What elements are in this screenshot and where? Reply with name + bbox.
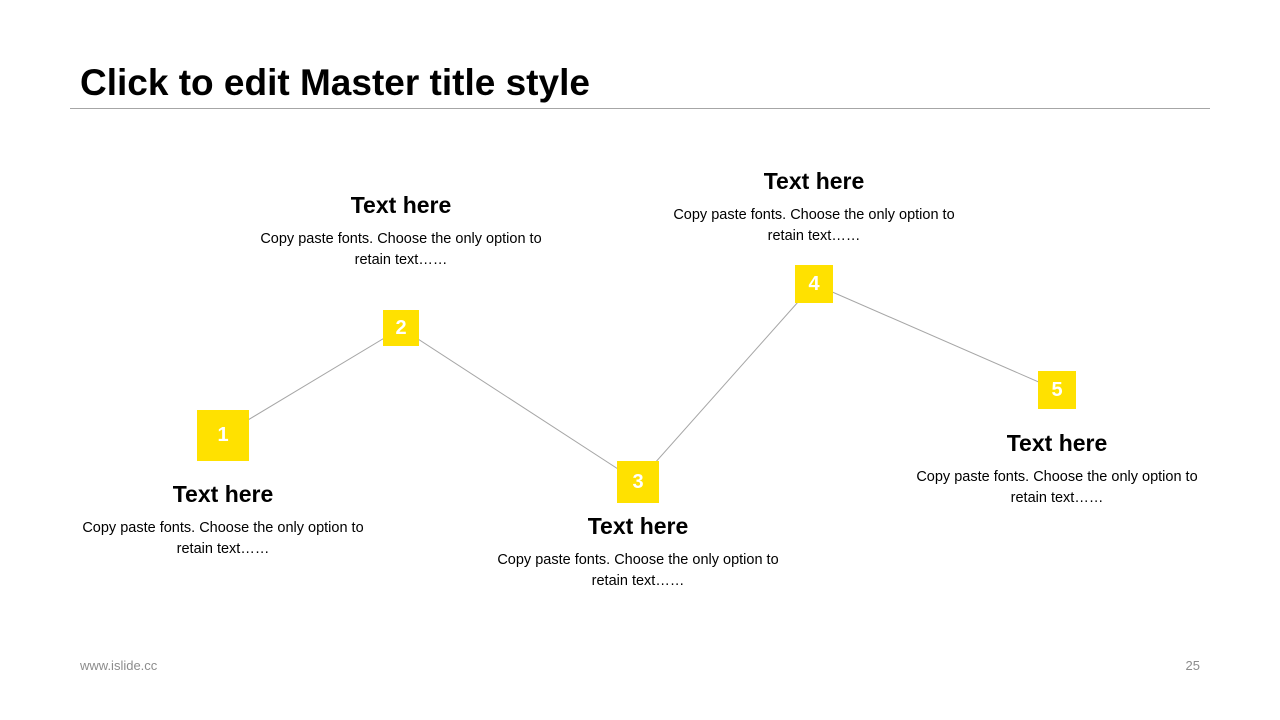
step-5-number: 5 <box>1051 378 1063 401</box>
step-2-number: 2 <box>395 316 407 339</box>
step-3-text: Text here Copy paste fonts. Choose the o… <box>488 512 788 592</box>
step-3-body[interactable]: Copy paste fonts. Choose the only option… <box>497 552 779 589</box>
step-4-body[interactable]: Copy paste fonts. Choose the only option… <box>673 207 955 244</box>
title-divider <box>70 108 1210 109</box>
step-4-number: 4 <box>808 272 820 295</box>
footer-url: www.islide.cc <box>80 658 158 673</box>
step-1-text: Text here Copy paste fonts. Choose the o… <box>73 480 373 560</box>
step-4-heading[interactable]: Text here <box>763 168 865 194</box>
step-1-number: 1 <box>217 424 229 446</box>
step-1-marker: 1 <box>197 410 249 461</box>
step-2-marker: 2 <box>383 310 419 346</box>
step-3-heading[interactable]: Text here <box>587 513 689 539</box>
step-3-number: 3 <box>632 470 644 493</box>
step-2-heading[interactable]: Text here <box>350 192 452 218</box>
slide-title[interactable]: Click to edit Master title style <box>80 62 590 103</box>
step-5-body[interactable]: Copy paste fonts. Choose the only option… <box>916 469 1198 506</box>
step-5-text: Text here Copy paste fonts. Choose the o… <box>907 429 1207 509</box>
step-5-marker: 5 <box>1038 371 1076 409</box>
step-1-heading[interactable]: Text here <box>172 481 274 507</box>
step-4-text: Text here Copy paste fonts. Choose the o… <box>664 167 964 247</box>
step-2-body[interactable]: Copy paste fonts. Choose the only option… <box>260 231 542 268</box>
step-2-text: Text here Copy paste fonts. Choose the o… <box>251 191 551 271</box>
step-3-marker: 3 <box>617 461 659 503</box>
step-5-heading[interactable]: Text here <box>1006 430 1108 456</box>
page-number: 25 <box>1185 658 1200 673</box>
step-1-body[interactable]: Copy paste fonts. Choose the only option… <box>82 520 364 557</box>
step-4-marker: 4 <box>795 265 833 303</box>
